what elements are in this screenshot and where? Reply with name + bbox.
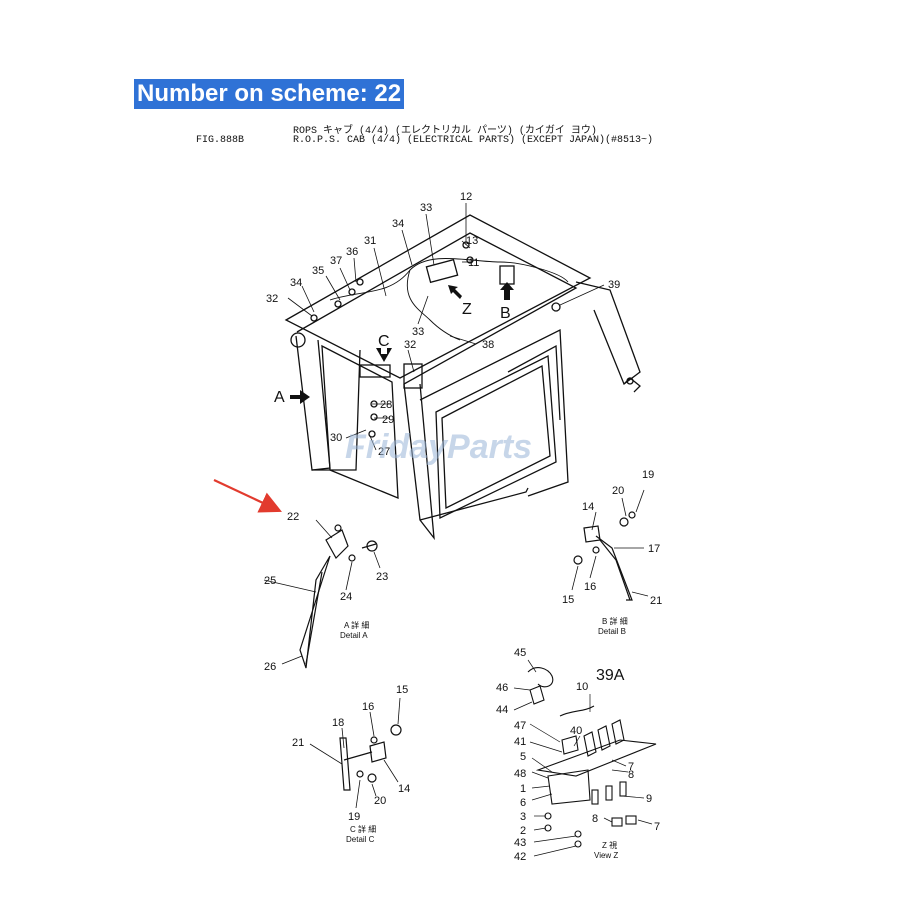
scheme-number-banner: Number on scheme: 22 (134, 79, 405, 109)
detail-c-drawing (309, 697, 402, 809)
part-label: 6 (520, 797, 526, 809)
part-label: 29 (382, 414, 394, 426)
detail-b-caption: Detail B (598, 627, 626, 636)
part-label: 18 (332, 717, 344, 729)
part-label: 37 (330, 255, 342, 267)
part-label: 8 (592, 813, 598, 825)
main-part-labels: 12 33 34 13 36 31 11 37 35 34 39 32 Z B … (266, 191, 620, 458)
part-label: 11 (468, 257, 479, 269)
view-z-caption: View Z (594, 851, 618, 860)
part-label: 8 (628, 769, 634, 781)
detail-c-caption: Detail C (346, 835, 375, 844)
figure-title-japanese: ROPS キャブ (4/4) (エレクトリカル パーツ) (カイガイ ヨウ) (293, 126, 597, 137)
part-label: 47 (514, 720, 526, 732)
part-label: 25 (264, 575, 276, 587)
part-label: 28 (380, 399, 392, 411)
part-label: 32 (266, 293, 278, 305)
part-label: 7 (654, 821, 660, 833)
part-label: 10 (576, 681, 588, 693)
part-label: 20 (612, 485, 624, 497)
part-label: 38 (482, 339, 494, 351)
part-label-39a: 39A (596, 667, 625, 684)
part-label-22-highlighted: 22 (287, 511, 299, 523)
part-label: 24 (340, 591, 352, 603)
watermark-logo: FridayParts (345, 428, 532, 466)
part-label: 21 (292, 737, 304, 749)
part-label: 19 (348, 811, 360, 823)
part-label: 34 (290, 277, 302, 289)
part-label: 23 (376, 571, 388, 583)
part-label: 40 (570, 725, 582, 737)
part-label: 9 (646, 793, 652, 805)
view-z-caption-jp: Z 視 (602, 841, 617, 850)
detail-a-labels: 22 23 24 25 26 A 詳 細 Detail A (264, 511, 388, 673)
part-label: 41 (514, 736, 526, 748)
figure-title-english: R.O.P.S. CAB (4/4) (ELECTRICAL PARTS) (E… (293, 135, 654, 146)
view-c-marker: C (378, 333, 390, 350)
highlight-arrow (213, 479, 282, 513)
detail-a-caption-jp: A 詳 細 (344, 620, 369, 630)
part-label: 15 (396, 684, 408, 696)
part-label: 17 (648, 543, 660, 555)
part-label: 26 (264, 661, 276, 673)
detail-c-labels: 15 16 18 21 14 19 20 C 詳 細 Detail C (292, 684, 410, 844)
view-arrows: A B C Z (274, 282, 514, 406)
part-label: 16 (362, 701, 374, 713)
part-label: 43 (514, 837, 526, 849)
part-label: 20 (374, 795, 386, 807)
part-label: 27 (378, 446, 390, 458)
part-label: 2 (520, 825, 526, 837)
part-label: 48 (514, 768, 526, 780)
part-label: 3 (520, 811, 526, 823)
detail-a-caption: Detail A (340, 631, 368, 640)
part-label: 32 (404, 339, 416, 351)
part-label: 14 (398, 783, 410, 795)
rops-cab-drawing (284, 214, 641, 541)
part-label: 34 (392, 218, 404, 230)
detail-b-drawing (571, 489, 649, 601)
detail-b-caption-jp: B 詳 細 (602, 616, 628, 626)
part-label: 46 (496, 682, 508, 694)
part-label: 39 (608, 279, 620, 291)
part-label: 5 (520, 751, 526, 763)
part-label: 15 (562, 594, 574, 606)
view-z-marker: Z (462, 301, 472, 318)
part-label: 36 (346, 246, 358, 258)
view-z-drawing (513, 659, 657, 857)
part-label: 12 (460, 191, 472, 203)
part-label: 19 (642, 469, 654, 481)
view-a-marker: A (274, 389, 285, 406)
part-label: 21 (650, 595, 662, 607)
detail-a-drawing (263, 519, 381, 669)
main-leader-lines (287, 203, 605, 451)
part-label: 35 (312, 265, 324, 277)
part-label: 30 (330, 432, 342, 444)
detail-c-caption-jp: C 詳 細 (350, 824, 376, 834)
part-label: 13 (466, 235, 478, 247)
part-label: 1 (520, 783, 526, 795)
part-label: 33 (412, 326, 424, 338)
part-label: 16 (584, 581, 596, 593)
view-b-marker: B (500, 305, 511, 322)
view-z-labels: 45 46 10 39A 44 47 41 40 5 48 1 6 3 2 43… (496, 647, 660, 863)
part-label: 42 (514, 851, 526, 863)
part-label: 14 (582, 501, 594, 513)
part-label: 31 (364, 235, 376, 247)
part-label: 33 (420, 202, 432, 214)
detail-b-labels: 19 20 14 17 16 15 21 B 詳 細 Detail B (562, 469, 662, 636)
figure-id: FIG.888B (196, 135, 245, 146)
part-label: 45 (514, 647, 526, 659)
part-label: 7 (628, 761, 634, 773)
part-label: 44 (496, 704, 508, 716)
